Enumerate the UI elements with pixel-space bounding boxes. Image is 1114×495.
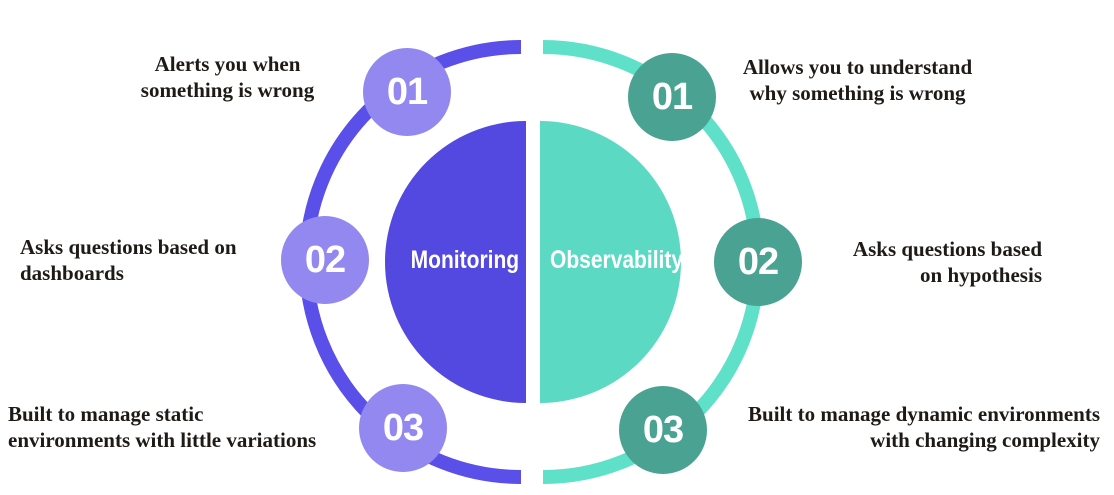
observability-label: Observability: [550, 246, 684, 274]
note-line: with changing complexity: [870, 428, 1100, 452]
note-line: why something is wrong: [749, 81, 966, 105]
badge-number: 02: [737, 240, 779, 283]
badge-observability-03: 03: [619, 386, 707, 474]
badge-number: 01: [386, 70, 428, 113]
badge-monitoring-01: 01: [363, 48, 451, 136]
badge-monitoring-03: 03: [359, 384, 447, 472]
note-line: dashboards: [20, 261, 124, 285]
note-monitoring-01: Alerts you when something is wrong: [85, 51, 370, 103]
badge-observability-02: 02: [714, 218, 802, 306]
observability-half-circle: [540, 121, 681, 403]
note-line: Asks questions based on: [20, 235, 237, 259]
note-observability-01: Allows you to understand why something i…: [715, 54, 1000, 106]
badge-observability-01: 01: [628, 53, 716, 141]
note-monitoring-02: Asks questions based on dashboards: [20, 234, 320, 286]
note-observability-02: Asks questions based on hypothesis: [752, 236, 1042, 288]
badge-number: 03: [382, 406, 424, 449]
note-observability-03: Built to manage dynamic environments wit…: [718, 401, 1100, 453]
note-line: Alerts you when: [154, 52, 301, 76]
badge-monitoring-02: 02: [281, 216, 369, 304]
badge-number: 02: [304, 238, 346, 281]
note-line: something is wrong: [140, 78, 315, 102]
badge-number: 01: [651, 75, 693, 118]
note-line: environments with little variations: [8, 428, 317, 452]
note-line: Built to manage dynamic environments: [748, 402, 1100, 426]
badge-number: 03: [642, 408, 684, 451]
note-line: on hypothesis: [920, 263, 1042, 287]
note-line: Built to manage static: [8, 402, 204, 426]
monitoring-label: Monitoring: [410, 246, 519, 274]
note-line: Allows you to understand: [742, 55, 973, 79]
note-line: Asks questions based: [852, 237, 1042, 261]
note-monitoring-03: Built to manage static environments with…: [8, 401, 360, 453]
monitoring-half-circle: [385, 121, 526, 403]
